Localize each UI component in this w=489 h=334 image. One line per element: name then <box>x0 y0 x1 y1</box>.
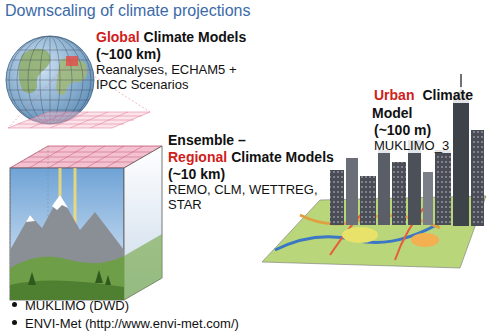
resolution: (~100 km) <box>96 46 161 62</box>
bullet-row: ENVI-Met (http://www.envi-met.com/) <box>12 314 482 332</box>
label-group: GlobalClimate Models(~100 km)Reanalyses,… <box>96 28 271 92</box>
ensemble-heading: Ensemble – <box>168 132 246 148</box>
model-list: REMO, CLM, WETTREG, STAR <box>168 182 348 212</box>
model-name: MUKLIMO_3 <box>372 138 451 153</box>
page-title: Downscaling of climate projections <box>5 2 250 19</box>
resolution: (~100 m) <box>372 122 433 138</box>
globe <box>0 36 100 124</box>
regional-box <box>10 146 162 300</box>
skyline <box>330 74 484 226</box>
label-group: MUKLIMO (DWD) ENVI-Met (http://www.envi-m… <box>12 296 482 332</box>
scale-word: Urban <box>372 87 416 103</box>
bullet-item: MUKLIMO (DWD) <box>25 298 129 313</box>
label-group: UrbanClimate Model(~100 m)MUKLIMO_3 <box>372 86 484 153</box>
bullet-item: ENVI-Met (http://www.envi-met.com/) <box>25 316 239 331</box>
model-heading: Climate Models <box>144 29 247 45</box>
bullet-dot <box>12 302 17 307</box>
title-group: Downscaling of climate projections <box>5 2 250 20</box>
scale-word: Global <box>96 29 140 45</box>
bullet-row: MUKLIMO (DWD) <box>12 296 482 314</box>
label-group: Ensemble –RegionalClimate Models (~10 km)… <box>168 132 348 212</box>
model-list: Reanalyses, ECHAM5 + IPCC Scenarios <box>96 62 271 92</box>
bullet-dot <box>12 320 17 325</box>
resolution: (~10 km) <box>168 166 225 182</box>
scale-word: Regional <box>168 149 227 165</box>
model-heading: Climate Models <box>231 149 334 165</box>
